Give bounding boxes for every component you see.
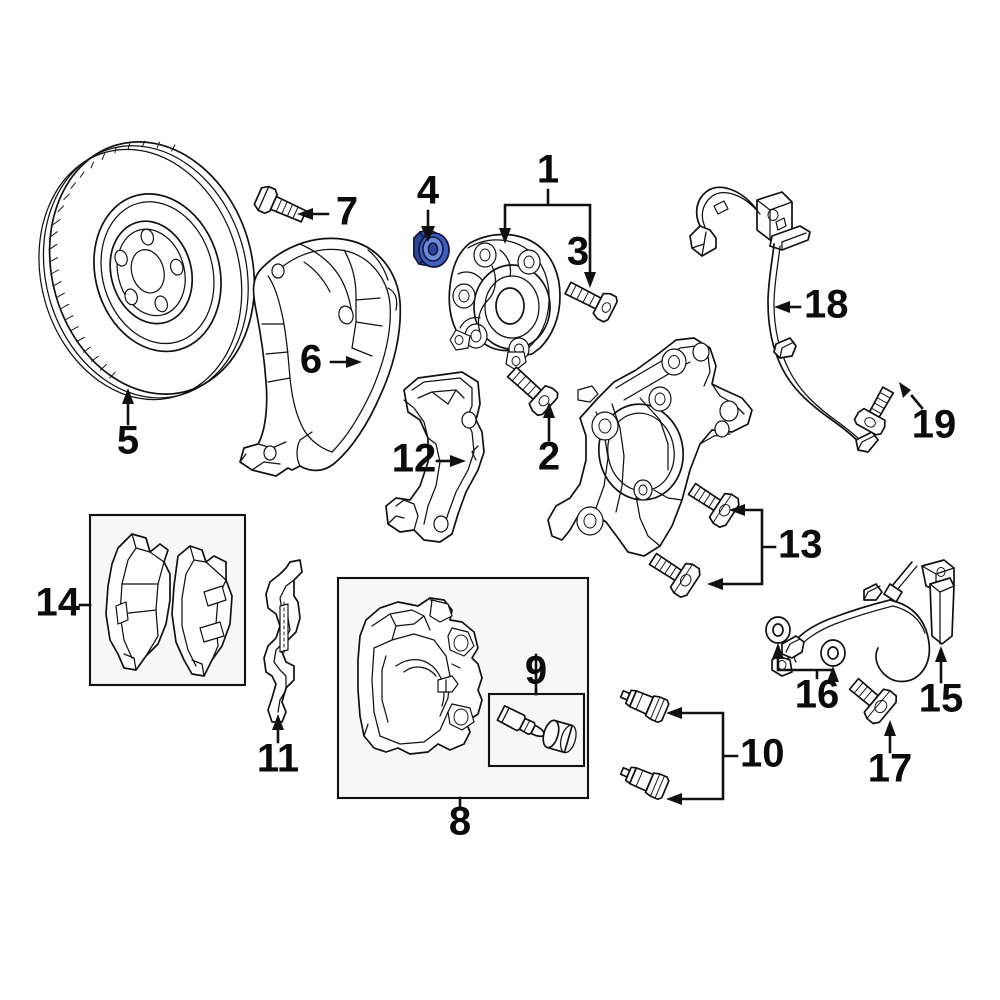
leader-2 <box>543 402 555 442</box>
brake-caliper-mounting-bracket <box>385 371 485 543</box>
leader-13 <box>707 504 777 590</box>
abs-sensor-mounting-bolt <box>853 386 895 436</box>
callout-label-7: 7 <box>336 190 358 234</box>
brake-hose-sealing-washer-left <box>765 616 791 644</box>
brake-hydraulic-hose <box>771 559 955 683</box>
callout-label-12: 12 <box>392 437 437 481</box>
callout-label-9: 9 <box>525 649 547 693</box>
leader-10 <box>666 707 739 805</box>
leader-19 <box>899 382 924 410</box>
leader-4 <box>421 209 435 242</box>
callout-label-5: 5 <box>117 419 139 463</box>
caliper-guide-pin-bushing <box>542 719 577 754</box>
leader-5 <box>122 388 134 426</box>
callout-label-14: 14 <box>36 581 81 625</box>
wheel-hub-and-bearing-assembly <box>448 233 561 371</box>
callout-label-8: 8 <box>449 800 471 844</box>
leader-16 <box>772 643 839 684</box>
leader-12 <box>435 455 466 467</box>
callout-label-18: 18 <box>804 283 849 327</box>
callout-label-2: 2 <box>538 435 560 479</box>
leader-18 <box>774 301 802 313</box>
callout-label-4: 4 <box>417 169 440 213</box>
callout-label-1: 1 <box>537 148 559 192</box>
hub-mounting-bolt-3 <box>564 281 618 323</box>
hub-mounting-bolt-2 <box>506 366 559 417</box>
leader-15 <box>935 646 947 684</box>
brake-dust-shield-splash-guard <box>239 237 402 477</box>
caliper-bleeder-screw-upper <box>619 689 670 724</box>
knuckle-mounting-bolt-upper <box>687 482 740 529</box>
callout-label-11: 11 <box>257 737 299 781</box>
caliper-bleeder-screw-lower <box>619 766 670 801</box>
callout-label-19: 19 <box>912 403 957 447</box>
abs-wheel-speed-sensor <box>689 186 879 453</box>
brake-hose-bracket-bolt <box>848 677 898 725</box>
brake-rotor-disc <box>38 140 256 401</box>
callout-label-10: 10 <box>740 732 785 776</box>
leader-1 <box>499 188 596 288</box>
callout-label-16: 16 <box>795 673 840 717</box>
brake-hose-sealing-washer-right <box>820 639 846 667</box>
leader-17 <box>884 720 896 754</box>
dust-shield-bolt <box>253 185 307 223</box>
brake-pad-anti-rattle-clip <box>263 559 303 723</box>
callout-label-17: 17 <box>868 747 913 791</box>
callout-label-13: 13 <box>778 523 823 567</box>
callout-label-3: 3 <box>567 230 589 274</box>
leader-7 <box>297 208 330 220</box>
callout-label-6: 6 <box>300 338 322 382</box>
knuckle-mounting-bolt-lower <box>648 552 701 599</box>
steering-knuckle <box>547 337 753 557</box>
caliper-guide-pin-and-bushing-kit <box>496 705 577 754</box>
abs-sensor-ring-nut[interactable] <box>413 229 450 268</box>
callout-label-15: 15 <box>919 677 964 721</box>
leader-6 <box>329 356 362 368</box>
brake-caliper-assembly <box>357 597 483 755</box>
front-brake-pad-set <box>105 533 233 677</box>
leader-11 <box>272 714 284 744</box>
